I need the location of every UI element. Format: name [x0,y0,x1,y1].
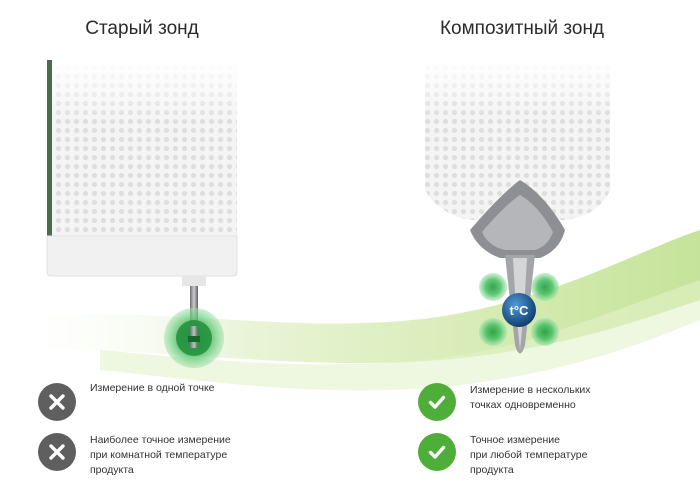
sensor-label: t°C [510,303,530,318]
composite-probe-title: Композитный зонд [439,18,605,39]
cross-badge [38,433,76,471]
cross-badge [38,383,76,421]
feature-text: Измерение в нескольких точках одновремен… [470,384,591,411]
cross-icon [49,394,65,410]
cross-icon [49,444,65,460]
feature-text: Точное измерение при любой температуре п… [470,434,588,476]
check-badge [418,383,456,421]
feature-new-any-temp: Точное измерение при любой температуре п… [418,433,640,478]
feature-old-single-point: Измерение в одной точке [38,382,260,421]
old-probe-title: Старый зонд [85,18,199,39]
feature-new-multi-point: Измерение в нескольких точках одновремен… [418,383,640,421]
check-badge [418,433,456,471]
composite-probe-device: t°C [425,60,610,354]
feature-text: Наиболее точное измерение при комнатной … [90,434,231,476]
check-icon [428,395,446,409]
old-probe-device [46,60,238,368]
check-icon [428,445,446,459]
feature-old-room-temp: Наиболее точное измерение при комнатной … [38,433,260,478]
feature-text: Измерение в одной точке [90,382,215,394]
